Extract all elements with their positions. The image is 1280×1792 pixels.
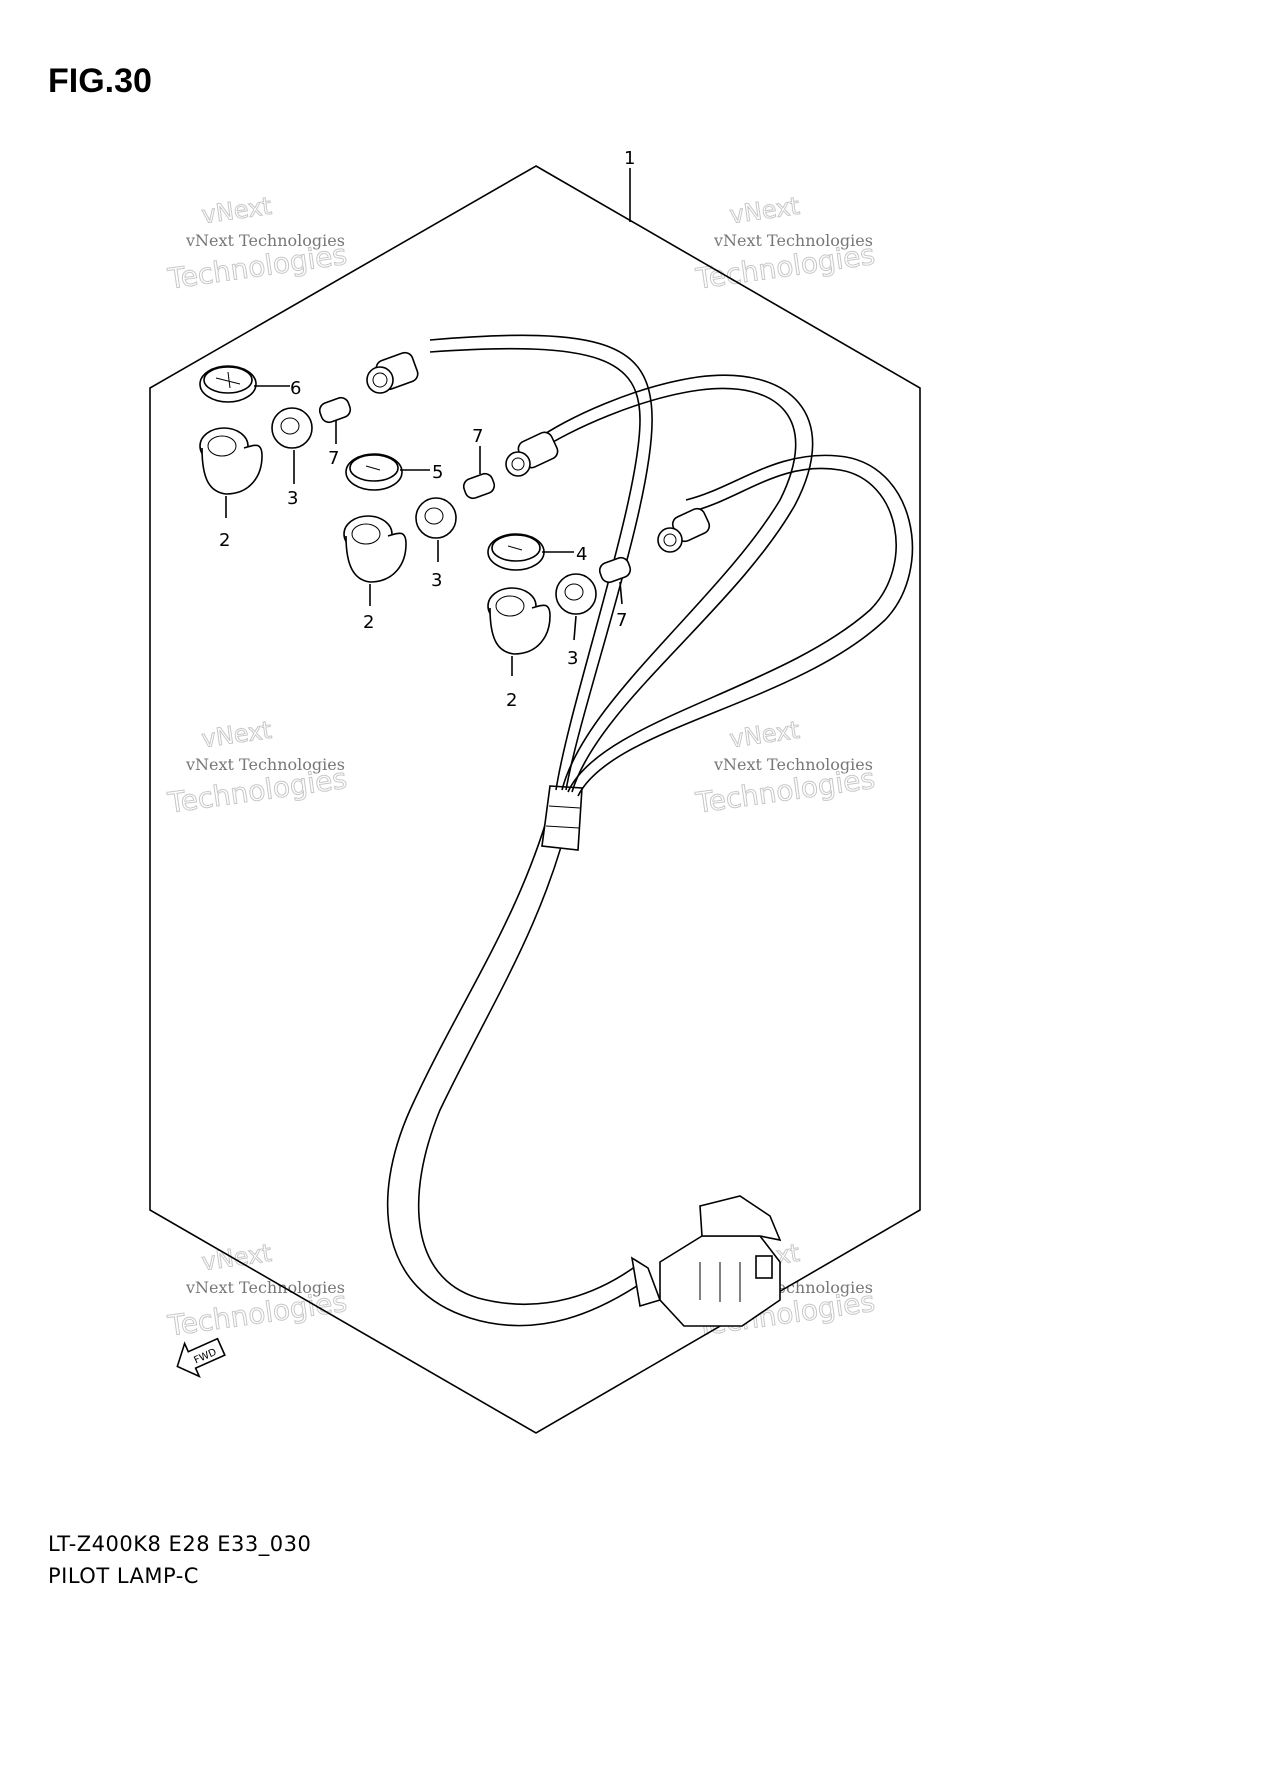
- socket-connector: [366, 351, 419, 394]
- lamp-washer: [555, 573, 597, 615]
- diagram-name: PILOT LAMP-C: [48, 1564, 199, 1588]
- lamp-bulb: [598, 556, 632, 584]
- lamp-washer: [415, 497, 457, 539]
- watermark-text: vNext: [728, 192, 801, 229]
- harness-coupler: [659, 1195, 782, 1327]
- socket-connector: [505, 431, 559, 477]
- callout-3a: 3: [287, 488, 298, 509]
- lamp-socket: [343, 515, 407, 583]
- watermark-text: vNext: [728, 716, 801, 753]
- model-code: LT-Z400K8 E28 E33_030: [48, 1532, 312, 1556]
- callout-2a: 2: [219, 530, 230, 551]
- lamp-bulb: [318, 396, 352, 424]
- callout-1: 1: [624, 148, 635, 169]
- callout-3c: 3: [567, 648, 578, 669]
- callout-4: 4: [576, 544, 587, 565]
- lamp-bulb: [462, 472, 496, 500]
- figure-title: FIG.30: [48, 62, 152, 100]
- callout-7b: 7: [472, 426, 483, 447]
- callout-7c: 7: [616, 610, 627, 631]
- callout-2c: 2: [506, 690, 517, 711]
- lamp-washer: [271, 407, 313, 449]
- watermark-text: vNext: [200, 716, 273, 753]
- socket-connector: [657, 507, 711, 553]
- watermark-text: vNext Technologies: [185, 755, 345, 774]
- branch-wires: [429, 334, 914, 797]
- leader-line: [619, 581, 623, 605]
- watermark-text: vNext Technologies: [713, 755, 873, 774]
- lamp-socket: [487, 587, 551, 655]
- lamp-cap: [345, 453, 403, 491]
- fwd-arrow-icon: FWD: [176, 1337, 226, 1378]
- assembly-outline: [149, 165, 921, 1434]
- lamp-cap: [487, 533, 545, 571]
- callout-6: 6: [290, 378, 301, 399]
- watermark-text: vNext Technologies: [713, 231, 873, 250]
- callout-2b: 2: [363, 612, 374, 633]
- callout-5: 5: [432, 462, 443, 483]
- watermark-text: vNext Technologies: [185, 1278, 345, 1297]
- lamp-cap: [199, 365, 257, 403]
- watermark-text: vNext Technologies: [185, 231, 345, 250]
- harness-cable: [386, 785, 662, 1327]
- watermark-text: vNext: [200, 192, 273, 229]
- lamp-socket: [199, 427, 263, 495]
- callout-3b: 3: [431, 570, 442, 591]
- watermark-group: vNext Technologies vNext Technologies vN…: [165, 191, 878, 1343]
- leader-line: [573, 615, 577, 641]
- callout-7a: 7: [328, 448, 339, 469]
